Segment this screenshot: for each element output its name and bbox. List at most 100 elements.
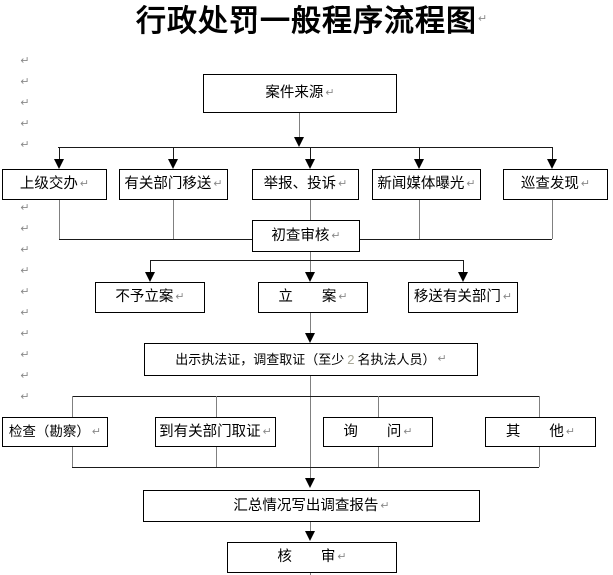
- node-label: 出示执法证，调查取证（至少: [175, 352, 345, 367]
- paragraph-mark-icon: ↵: [20, 244, 30, 256]
- connector-line: [378, 447, 379, 467]
- paragraph-mark-icon: ↵: [20, 202, 30, 214]
- connector-line: [419, 148, 420, 159]
- paragraph-mark-icon: ↵: [20, 328, 30, 340]
- paragraph-mark-icon: ↵: [91, 425, 102, 438]
- paragraph-mark-icon: ↵: [466, 178, 476, 190]
- page-title: 行政处罚一般程序流程图: [136, 5, 477, 38]
- paragraph-mark-icon: ↵: [437, 353, 447, 365]
- connector-line: [150, 260, 463, 261]
- connector-line: [72, 396, 73, 417]
- connector-line: [310, 148, 311, 159]
- personnel-count: 2: [347, 352, 355, 367]
- paragraph-mark-icon: ↵: [325, 87, 335, 99]
- connector-line: [419, 200, 420, 239]
- flow-node-review-approval: 核 审↵: [227, 542, 397, 573]
- node-label: 不予立案: [115, 289, 174, 306]
- flow-node-dept-transfer-in: 有关部门移送↵: [119, 169, 228, 200]
- connector-line: [539, 396, 540, 417]
- flow-node-preliminary-review: 初查审核↵: [252, 220, 360, 252]
- node-label: 名执法人员）: [357, 352, 436, 367]
- paragraph-mark-icon: ↵: [20, 55, 30, 67]
- connector-line: [463, 260, 464, 272]
- paragraph-mark-icon: ↵: [403, 425, 413, 438]
- connector-line: [310, 200, 311, 220]
- paragraph-mark-icon: ↵: [502, 291, 513, 303]
- arrow-down-icon: [305, 159, 315, 169]
- connector-line: [173, 148, 174, 159]
- flow-node-dept-evidence-collection: 到有关部门取证↵: [155, 417, 276, 447]
- connector-line: [310, 573, 311, 575]
- paragraph-mark-icon: ↵: [20, 307, 30, 319]
- arrow-down-icon: [305, 333, 315, 343]
- paragraph-mark-icon: ↵: [79, 178, 90, 190]
- node-label: 核 审: [277, 549, 336, 566]
- arrow-down-icon: [414, 159, 424, 169]
- paragraph-mark-icon: ↵: [20, 349, 30, 361]
- arrow-down-icon: [54, 159, 64, 169]
- flow-node-media-exposure: 新闻媒体曝光↵: [372, 169, 481, 200]
- arrow-down-icon: [145, 272, 155, 282]
- connector-line: [299, 113, 300, 138]
- arrow-down-icon: [168, 159, 178, 169]
- flow-node-superior-assignment: 上级交办↵: [2, 169, 107, 200]
- flow-node-case-source: 案件来源↵: [203, 74, 397, 113]
- paragraph-mark-icon: ↵: [478, 13, 488, 25]
- node-label: 巡查发现: [520, 176, 579, 193]
- paragraph-mark-icon: ↵: [580, 178, 591, 190]
- paragraph-mark-icon: ↵: [338, 291, 348, 303]
- arrow-down-icon: [547, 159, 557, 169]
- paragraph-mark-icon: ↵: [20, 97, 30, 109]
- flow-node-no-case-filing: 不予立案↵: [95, 282, 205, 313]
- paragraph-mark-icon: ↵: [213, 178, 223, 190]
- node-label: 移送有关部门: [413, 289, 501, 306]
- paragraph-mark-icon: ↵: [175, 291, 185, 303]
- paragraph-mark-icon: ↵: [565, 425, 576, 438]
- flow-node-other: 其 他↵: [485, 417, 596, 447]
- connector-line: [58, 147, 553, 148]
- connector-line: [150, 260, 151, 272]
- arrow-down-icon: [305, 531, 315, 541]
- node-label: 举报、投诉: [263, 176, 337, 193]
- connector-line: [539, 447, 540, 467]
- connector-line: [72, 447, 73, 467]
- connector-line: [552, 148, 553, 159]
- node-label: 初查审核: [271, 227, 330, 244]
- connector-line: [72, 467, 539, 468]
- arrow-down-icon: [294, 137, 304, 147]
- connector-line: [310, 522, 311, 532]
- flow-node-case-filing: 立 案↵: [258, 282, 368, 313]
- paragraph-mark-icon: ↵: [20, 286, 30, 298]
- node-label: 汇总情况写出调查报告: [233, 497, 379, 514]
- paragraph-mark-icon: ↵: [20, 265, 30, 277]
- connector-line: [310, 252, 311, 272]
- paragraph-mark-icon: ↵: [20, 370, 30, 382]
- node-label: 立 案: [278, 289, 337, 306]
- paragraph-mark-icon: ↵: [20, 391, 30, 403]
- paragraph-mark-icon: ↵: [338, 178, 348, 190]
- paragraph-mark-icon: ↵: [20, 76, 30, 88]
- node-label: 询 问: [343, 423, 402, 440]
- flow-node-inquiry: 询 问↵: [323, 417, 433, 447]
- node-label: 检查（勘察）: [8, 424, 90, 440]
- connector-line: [59, 148, 60, 159]
- paragraph-mark-icon: ↵: [20, 223, 30, 235]
- flow-node-investigation-report: 汇总情况写出调查报告↵: [143, 490, 480, 522]
- connector-line: [310, 313, 311, 333]
- paragraph-mark-icon: ↵: [337, 551, 347, 563]
- connector-line: [173, 200, 174, 239]
- paragraph-mark-icon: ↵: [20, 139, 30, 151]
- arrow-down-icon: [305, 478, 315, 488]
- node-label: 上级交办: [19, 176, 78, 193]
- flow-node-transfer-to-dept: 移送有关部门↵: [408, 282, 518, 313]
- connector-line: [216, 396, 217, 417]
- flow-node-report-complaint: 举报、投诉↵: [252, 169, 359, 200]
- arrow-down-icon: [458, 272, 468, 282]
- node-label: 其 他: [505, 423, 564, 440]
- connector-line: [59, 200, 60, 239]
- connector-line: [378, 396, 379, 417]
- node-label: 新闻媒体曝光: [377, 176, 465, 193]
- paragraph-mark-icon: ↵: [262, 425, 272, 438]
- node-label: 案件来源: [265, 85, 324, 102]
